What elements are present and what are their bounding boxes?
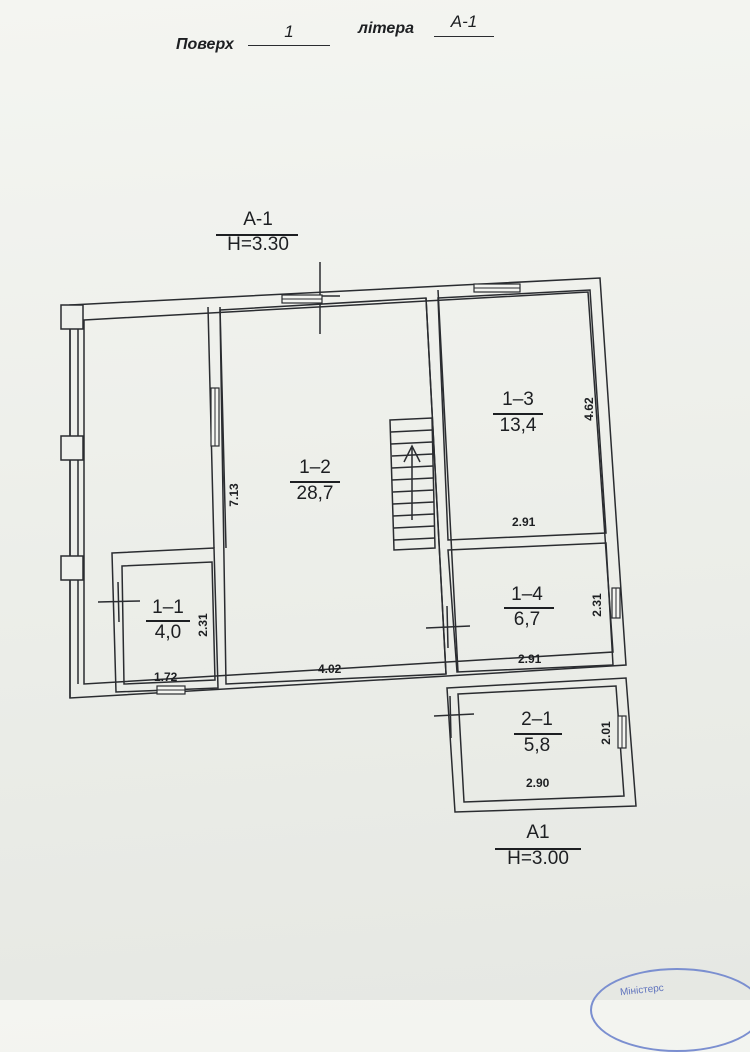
room-1-1-area: 4,0 [154, 622, 182, 643]
room-1-4-outline [447, 542, 614, 673]
building-annex-divider [495, 848, 581, 850]
room-1-4-divider [504, 607, 554, 609]
room-1-1-width: 1.72 [154, 670, 178, 684]
door-mark [97, 581, 141, 623]
building-annex-name: А1 [526, 822, 550, 843]
room-2-1-width: 2.90 [526, 776, 550, 790]
building-main-name: А-1 [243, 209, 273, 230]
room-1-1-id: 1–1 [152, 597, 184, 618]
room-1-1-wall [111, 547, 219, 693]
room-2-1-height: 2.01 [599, 721, 613, 745]
room-1-3-height: 4.62 [582, 397, 596, 421]
building-main-height: Н=3.30 [227, 234, 289, 255]
room-1-1-wall-inner [121, 561, 216, 685]
floor-label: Поверх [176, 36, 234, 53]
floor-plan [60, 262, 637, 813]
room-2-1-area: 5,8 [523, 735, 551, 756]
annex-outer [446, 677, 637, 813]
column-block [60, 435, 84, 461]
room-1-3-area: 13,4 [499, 415, 537, 436]
room-1-3-divider [493, 413, 543, 415]
room-1-2-area: 28,7 [296, 483, 334, 504]
column-block [60, 555, 84, 581]
annex-inner [457, 685, 625, 803]
staircase [389, 417, 436, 551]
room-1-2-height: 7.13 [227, 483, 241, 507]
room-1-4-width: 2.91 [518, 652, 542, 666]
room-1-2-divider [290, 481, 340, 483]
room-1-4-height: 2.31 [590, 593, 604, 617]
outer-wall-inner [83, 291, 614, 685]
room-1-1-divider [146, 620, 190, 622]
building-annex-height: Н=3.00 [507, 848, 569, 869]
litera-label: літера [358, 20, 414, 37]
room-1-4-area: 6,7 [513, 609, 541, 630]
room-2-1-id: 2–1 [521, 709, 553, 730]
room-1-2-id: 1–2 [299, 457, 331, 478]
stamp-seal [590, 968, 750, 1052]
wall-right-1 [425, 289, 459, 675]
floor-underline [248, 45, 330, 46]
room-1-2-width: 4.02 [318, 662, 342, 676]
room-1-3-id: 1–3 [502, 389, 534, 410]
column-block [60, 304, 84, 330]
litera-value: А-1 [450, 12, 478, 31]
door-mark [433, 695, 475, 739]
building-main-divider [216, 234, 298, 236]
room-1-3-outline [437, 289, 607, 541]
room-2-1-divider [514, 733, 562, 735]
room-1-4-id: 1–4 [511, 584, 543, 605]
door-mark [425, 605, 471, 649]
floor-value: 1 [284, 22, 294, 41]
stair-arrow [403, 444, 421, 520]
room-1-1-height: 2.31 [196, 613, 210, 637]
litera-underline [434, 36, 494, 37]
room-1-3-width: 2.91 [512, 515, 536, 529]
